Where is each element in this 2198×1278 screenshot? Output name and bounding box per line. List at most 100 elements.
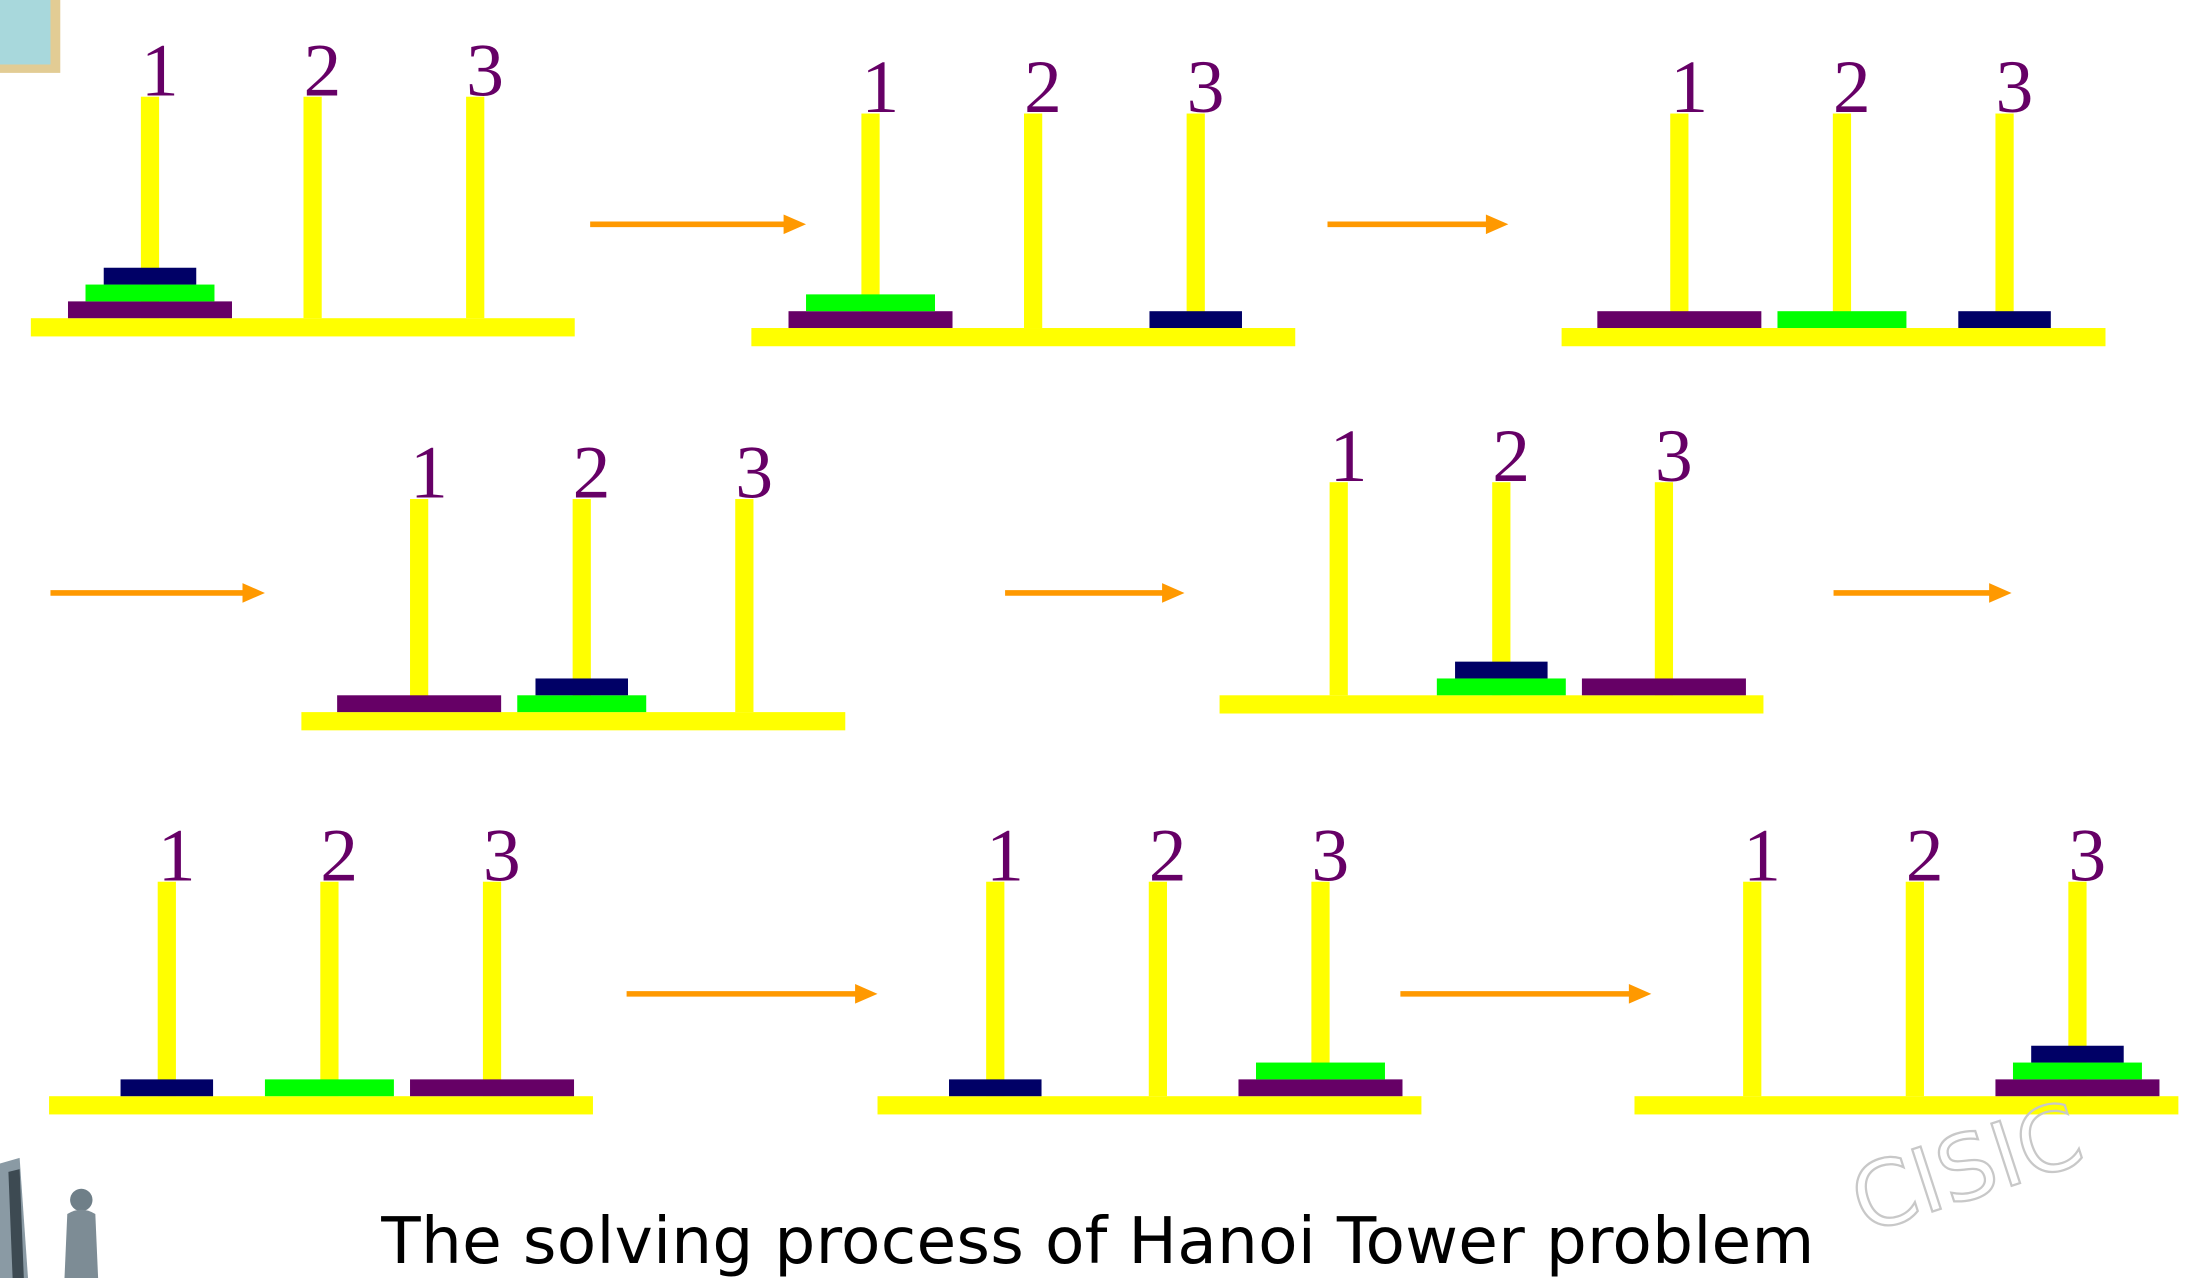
peg-3 — [482, 881, 502, 1097]
peg-label-3: 3 — [1655, 415, 1693, 498]
peg-label-1: 1 — [1670, 46, 1708, 129]
disk-medium — [1436, 678, 1566, 696]
tower-base — [877, 1096, 1422, 1115]
arrow-icon — [1327, 214, 1509, 235]
peg-2 — [320, 881, 339, 1097]
tower-state-5: 1 2 3 — [1219, 415, 1764, 714]
disk-small — [2031, 1045, 2124, 1063]
arrow-head — [783, 214, 807, 235]
slide-decorations — [0, 0, 99, 1278]
figure-body — [64, 1209, 99, 1278]
peg-label-3: 3 — [1187, 46, 1225, 129]
arrow-icon — [1400, 984, 1652, 1004]
disk-small — [1149, 311, 1242, 329]
arrow-icon — [1833, 583, 2012, 603]
arrow-head — [1162, 583, 1185, 603]
peg-3 — [1186, 113, 1205, 329]
peg-2 — [1832, 113, 1852, 329]
peg-label-2: 2 — [1024, 46, 1062, 129]
tower-base — [49, 1096, 593, 1115]
peg-label-2: 2 — [1906, 814, 1944, 897]
peg-label-2: 2 — [1149, 814, 1187, 897]
disk-medium — [806, 294, 935, 312]
diagram-caption: The solving process of Hanoi Tower probl… — [381, 1202, 1815, 1278]
peg-3 — [735, 499, 754, 713]
disk-small — [949, 1079, 1042, 1097]
peg-label-1: 1 — [986, 814, 1024, 897]
arrow-icon — [626, 984, 878, 1004]
tower-state-7: 1 2 3 — [877, 814, 1422, 1115]
peg-2 — [1148, 881, 1167, 1097]
tower-base — [1561, 328, 2106, 347]
peg-label-3: 3 — [1311, 814, 1349, 897]
tower-base — [1634, 1096, 2179, 1115]
person-figure-icon — [0, 1157, 99, 1278]
disk-large — [788, 311, 953, 329]
peg-label-1: 1 — [158, 814, 196, 897]
peg-label-2: 2 — [1833, 46, 1871, 129]
disk-small — [535, 678, 629, 696]
tower-state-6: 1 2 3 — [49, 814, 593, 1115]
tower-base — [301, 712, 846, 731]
disk-medium — [517, 695, 647, 713]
peg-label-3: 3 — [735, 432, 773, 515]
disk-large — [1238, 1079, 1403, 1097]
peg-3 — [2068, 881, 2087, 1097]
tower-base — [1219, 695, 1764, 714]
disk-medium — [2012, 1062, 2142, 1080]
arrow-head — [855, 984, 878, 1004]
peg-label-3: 3 — [1995, 46, 2033, 129]
disk-small — [1958, 311, 2051, 329]
peg-label-2: 2 — [1492, 415, 1530, 498]
disk-small — [120, 1079, 214, 1097]
peg-1 — [1743, 881, 1762, 1097]
peg-label-3: 3 — [2068, 814, 2106, 897]
peg-3 — [466, 96, 485, 319]
peg-1 — [1329, 482, 1348, 696]
peg-label-2: 2 — [573, 432, 611, 515]
peg-label-3: 3 — [466, 29, 504, 112]
figure-left-shadow — [8, 1169, 24, 1278]
disk-medium — [1777, 311, 1907, 329]
peg-label-2: 2 — [320, 814, 358, 897]
disk-medium — [264, 1079, 394, 1097]
tower-base — [751, 328, 1296, 347]
figure-head — [70, 1188, 93, 1212]
peg-3 — [1995, 113, 2014, 329]
arrow-head — [1628, 984, 1652, 1004]
peg-1 — [861, 113, 880, 329]
peg-label-1: 1 — [1330, 415, 1368, 498]
disk-medium — [85, 284, 215, 302]
peg-label-1: 1 — [141, 29, 179, 112]
peg-3 — [1654, 482, 1674, 696]
arrow-icon — [50, 583, 265, 603]
arrow-icon — [1005, 583, 1185, 603]
peg-2 — [1492, 482, 1511, 696]
peg-2 — [1024, 113, 1043, 329]
arrow-icon — [590, 214, 807, 235]
disk-large — [67, 301, 232, 319]
tower-state-4: 1 2 3 — [301, 432, 846, 731]
tower-state-1: 1 2 3 — [30, 29, 575, 337]
peg-1 — [986, 881, 1005, 1097]
peg-label-1: 1 — [410, 432, 448, 515]
tower-state-3: 1 2 3 — [1561, 46, 2106, 347]
disk-small — [1455, 661, 1548, 679]
disk-large — [410, 1079, 575, 1097]
peg-2 — [572, 499, 591, 713]
corner-square — [0, 0, 51, 65]
peg-label-3: 3 — [483, 814, 521, 897]
tower-base — [30, 318, 575, 337]
arrow-head — [1989, 583, 2012, 603]
disk-small — [103, 267, 197, 285]
disk-large — [337, 695, 502, 713]
disk-large — [1995, 1079, 2160, 1097]
arrow-head — [242, 583, 265, 603]
peg-label-2: 2 — [303, 29, 341, 112]
peg-1 — [140, 96, 160, 319]
peg-2 — [1905, 881, 1924, 1097]
